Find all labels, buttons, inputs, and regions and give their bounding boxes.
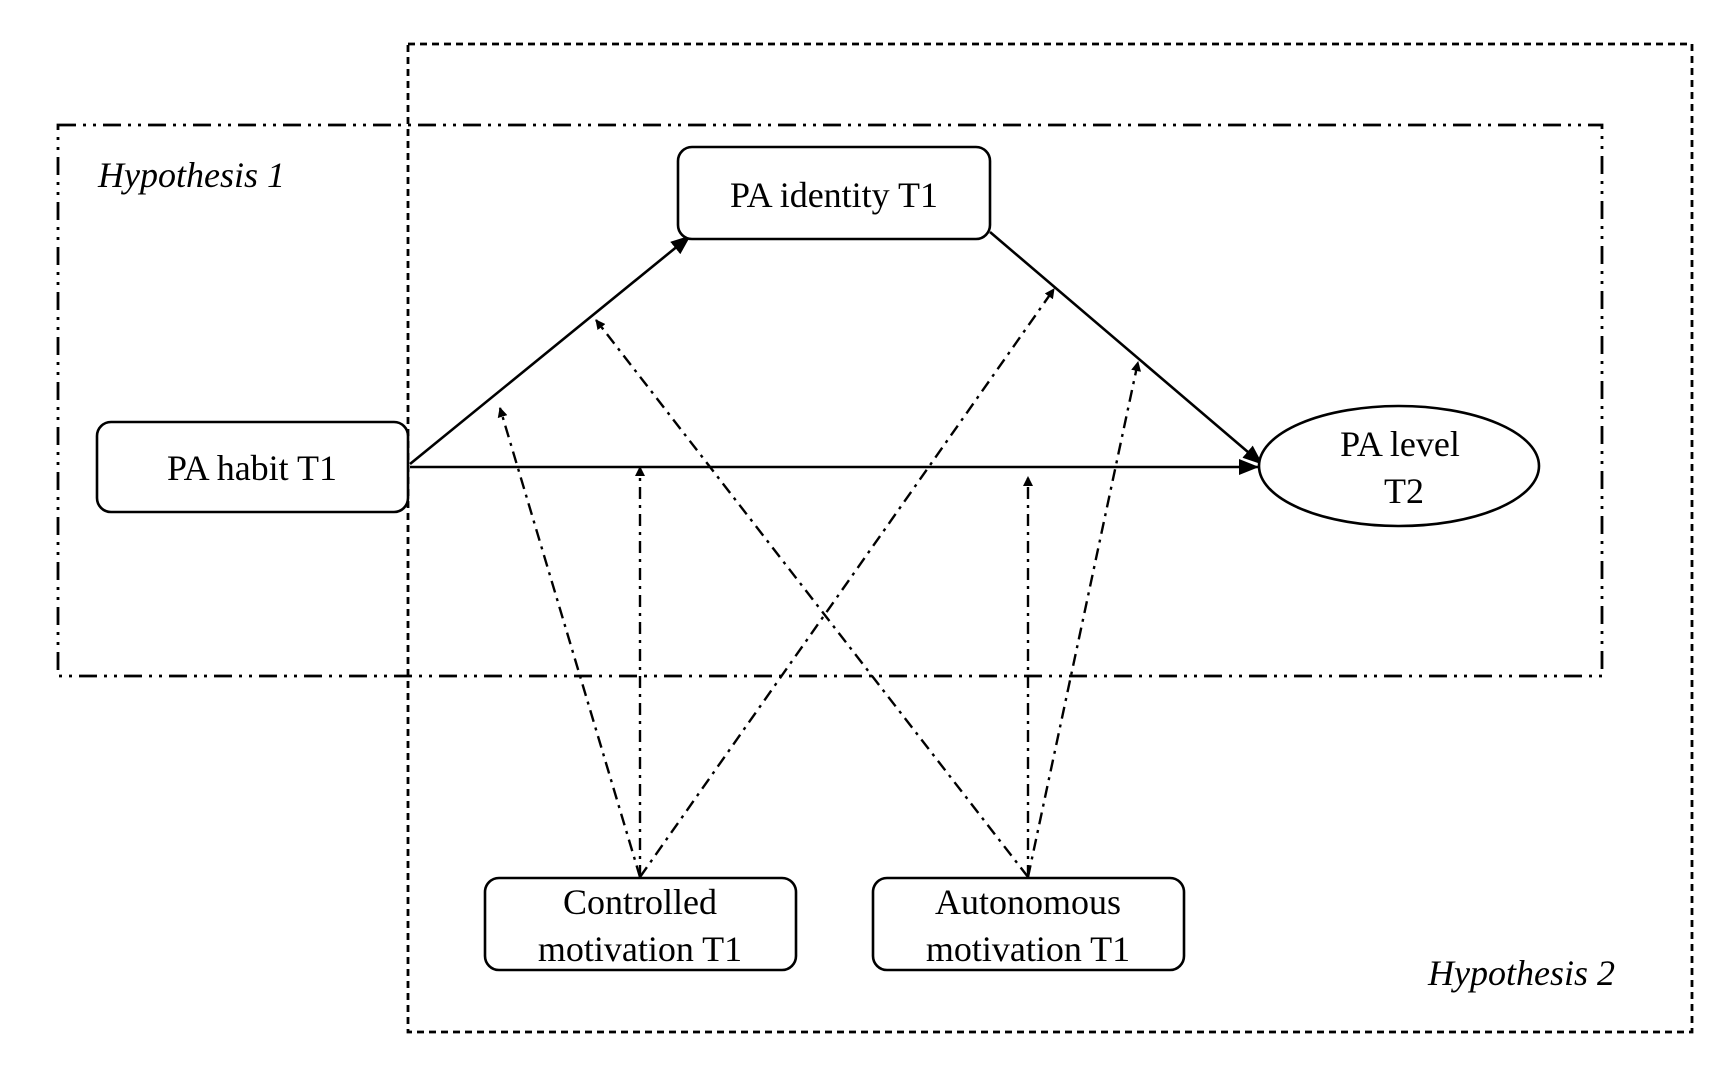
node-pa-identity: PA identity T1 [676,145,992,241]
node-autonomous-line1: Autonomous [935,882,1121,922]
node-controlled-motivation: Controlled motivation T1 [483,876,798,972]
node-autonomous-motivation: Autonomous motivation T1 [871,876,1186,972]
hypothesis-1-label: Hypothesis 1 [97,155,285,195]
hypothesis-1-frame [56,123,1604,678]
hypothesis-2-label: Hypothesis 2 [1427,953,1615,993]
node-pa-level-line1: PA level [1340,424,1460,464]
path-habit-to-identity [409,234,691,466]
controlled-moderates-habit-identity [497,407,642,878]
autonomous-moderates-habit-identity [595,319,1029,878]
path-identity-to-level [989,231,1263,465]
node-pa-identity-label: PA identity T1 [730,175,938,215]
node-autonomous-line2: motivation T1 [926,929,1130,969]
hypothesis-2-frame [406,42,1694,1034]
node-pa-habit-label: PA habit T1 [167,448,337,488]
autonomous-moderates-identity-level [1026,361,1142,878]
node-controlled-line2: motivation T1 [538,929,742,969]
controlled-moderates-identity-level [639,288,1055,878]
node-pa-level-line2: T2 [1384,471,1424,511]
node-controlled-line1: Controlled [563,882,717,922]
node-pa-habit: PA habit T1 [95,420,410,514]
node-pa-level: PA level T2 [1257,404,1541,528]
